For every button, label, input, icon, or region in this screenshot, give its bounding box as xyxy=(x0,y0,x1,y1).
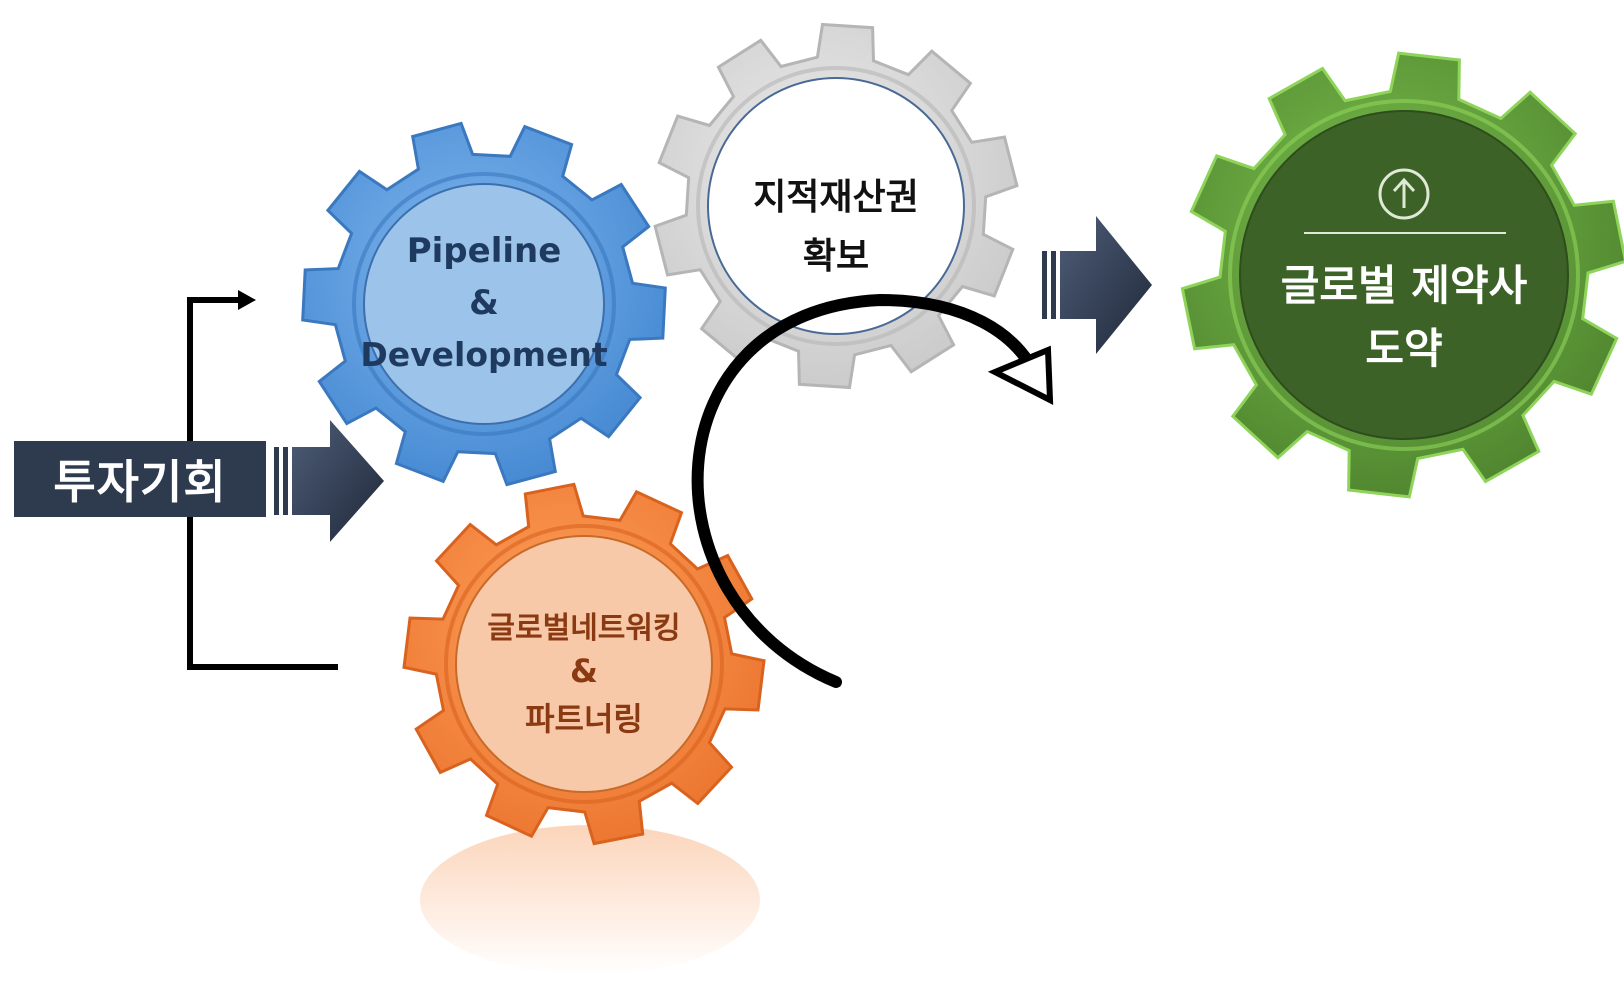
bracket-arrowhead xyxy=(238,290,256,310)
gear-ring xyxy=(696,66,976,346)
gear-ring xyxy=(352,172,616,436)
output-arrow xyxy=(1042,216,1152,354)
gear-ip-rights xyxy=(653,22,1019,390)
arrow-up-icon-glyph xyxy=(1392,177,1416,208)
goal-label: 글로벌 제약사 도약 xyxy=(1281,168,1528,373)
ip-line-1: 지적재산권 xyxy=(753,177,919,218)
gear-core xyxy=(707,77,965,335)
investment-opportunity-box: 투자기회 xyxy=(14,441,266,517)
gear-pipeline-development xyxy=(301,121,667,487)
pipeline-line-3: Development xyxy=(360,335,608,374)
gear-core xyxy=(363,183,605,425)
networking-line-1: 글로벌네트워킹 xyxy=(487,611,680,646)
goal-line-2: 도약 xyxy=(1365,324,1442,373)
networking-label: 글로벌네트워킹 & 파트너링 xyxy=(487,611,680,738)
curved-arrow xyxy=(691,293,1046,688)
gear-ring xyxy=(444,524,724,804)
gear-ring xyxy=(1228,99,1580,451)
gear-global-networking xyxy=(402,482,766,846)
gear-core xyxy=(1239,110,1569,440)
ip-line-2: 확보 xyxy=(803,236,869,277)
input-arrow xyxy=(274,420,384,542)
pipeline-line-1: Pipeline xyxy=(407,231,562,271)
arrow-up-circle-icon xyxy=(1378,168,1430,220)
goal-line-1: 글로벌 제약사 xyxy=(1281,261,1528,310)
networking-line-2: & xyxy=(570,652,598,690)
gear-global-pharma-goal xyxy=(1180,51,1624,499)
curved-arrowhead xyxy=(987,345,1054,405)
gear-core xyxy=(455,535,713,793)
investment-opportunity-label: 투자기회 xyxy=(53,455,227,509)
ip-label: 지적재산권 확보 xyxy=(753,177,919,277)
pipeline-line-2: & xyxy=(469,283,499,323)
networking-line-3: 파트너링 xyxy=(525,700,643,738)
pipeline-label: Pipeline & Development xyxy=(360,231,608,374)
gear-reflection xyxy=(420,825,760,975)
